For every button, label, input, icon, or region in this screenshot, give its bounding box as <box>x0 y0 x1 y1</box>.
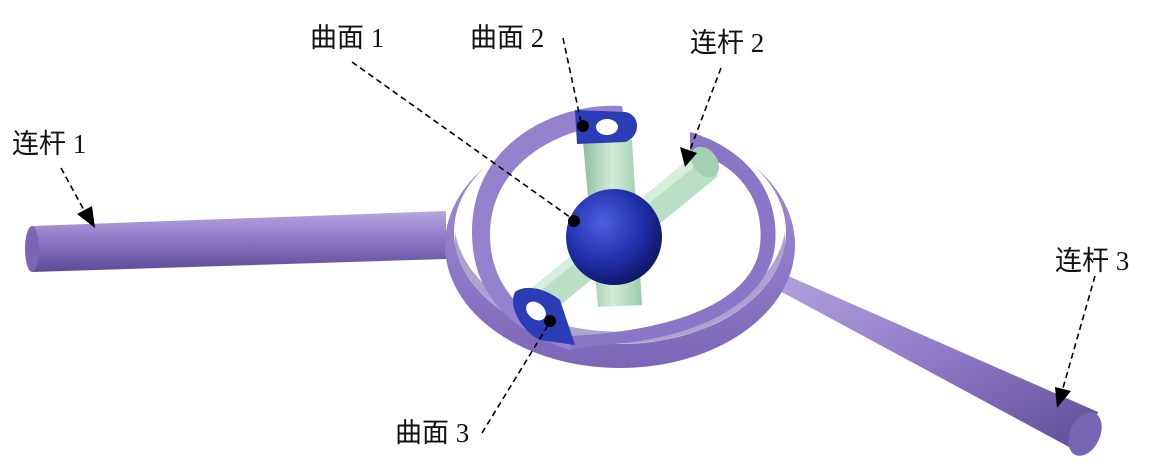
dot-curved-surface-3 <box>544 315 556 327</box>
label-curved-surface-3: 曲面 3 <box>395 418 469 448</box>
dot-curved-surface-2 <box>577 120 589 132</box>
label-link-2: 连杆 2 <box>690 28 764 58</box>
dot-curved-surface-1 <box>568 215 580 227</box>
link-3-rod <box>752 268 1108 461</box>
label-link-1: 连杆 1 <box>12 129 86 159</box>
leader-curved-surface-2 <box>563 38 581 122</box>
label-link-3: 连杆 3 <box>1055 246 1129 276</box>
central-ball <box>566 189 662 285</box>
label-curved-surface-2: 曲面 2 <box>470 23 544 53</box>
label-curved-surface-1: 曲面 1 <box>310 23 384 53</box>
leader-link-3 <box>1063 276 1095 388</box>
leader-link-1 <box>61 168 85 212</box>
